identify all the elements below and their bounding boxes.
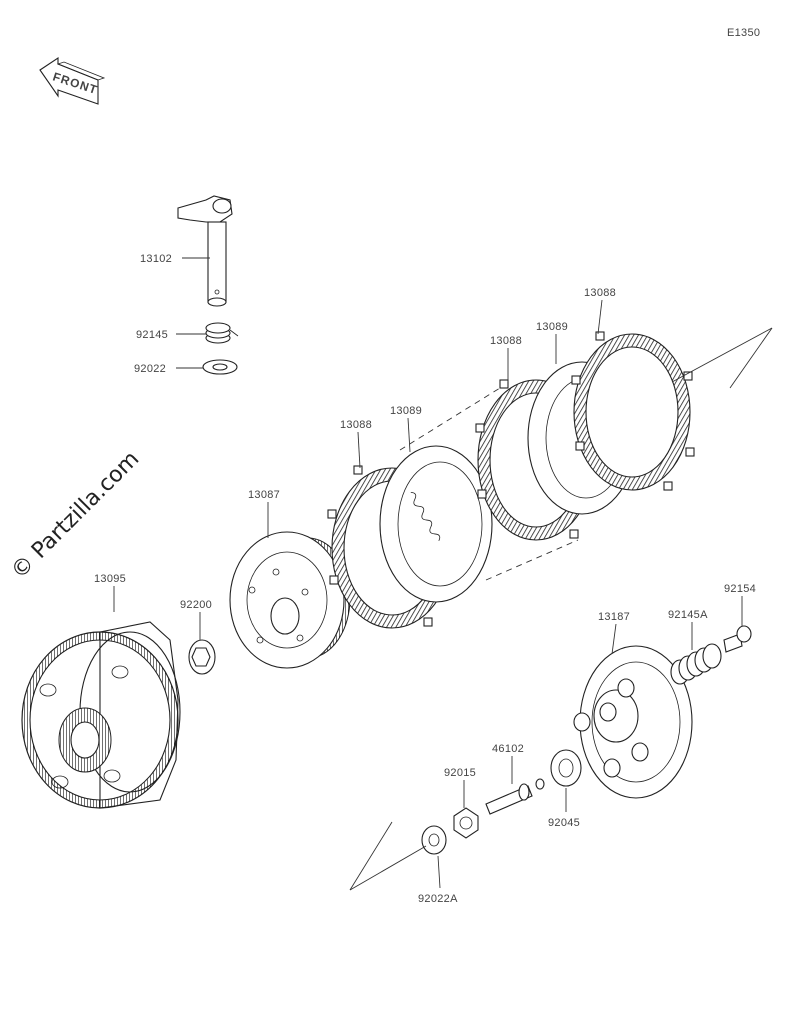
part-label[interactable]: 13089 (390, 405, 422, 417)
release-shaft-13102 (177, 195, 233, 307)
part-label[interactable]: 13088 (490, 335, 522, 347)
part-label[interactable]: 92022 (134, 363, 166, 375)
washer-92022 (202, 359, 238, 375)
bearing-92045 (550, 749, 582, 787)
part-label[interactable]: 92145 (136, 329, 168, 341)
friction-plate-13088-c (571, 331, 695, 491)
partzilla-watermark: © Partzilla.com (7, 447, 145, 585)
part-label[interactable]: 92022A (418, 893, 458, 905)
leader-lines (113, 257, 743, 889)
part-label[interactable]: 92045 (548, 817, 580, 829)
part-label[interactable]: 92200 (180, 599, 212, 611)
clutch-hub-13087 (229, 531, 351, 669)
part-label[interactable]: 13102 (140, 253, 172, 265)
part-label[interactable]: 92145A (668, 609, 708, 621)
nut-92200 (188, 639, 216, 675)
clutch-housing-13095 (21, 621, 181, 809)
part-label[interactable]: 13088 (584, 287, 616, 299)
pushrod-46102 (485, 778, 545, 815)
part-label[interactable]: 46102 (492, 743, 524, 755)
part-label[interactable]: 13087 (248, 489, 280, 501)
part-label[interactable]: 13088 (340, 419, 372, 431)
axis-arrow-upper (671, 327, 773, 389)
part-label[interactable]: 13187 (598, 611, 630, 623)
washer-92022A (421, 825, 447, 855)
part-label[interactable]: 13089 (536, 321, 568, 333)
front-arrow-icon: FRONT (39, 56, 106, 105)
spring-92145 (205, 322, 239, 344)
nut-92015 (453, 807, 479, 839)
axis-arrow-lower (349, 821, 427, 891)
part-label[interactable]: 13095 (94, 573, 126, 585)
part-label[interactable]: 92015 (444, 767, 476, 779)
alignment-line-lower (485, 539, 579, 581)
part-label[interactable]: 92154 (724, 583, 756, 595)
pressure-plate-13187 (573, 645, 693, 799)
diagram-code: E1350 (727, 27, 760, 39)
steel-plate-13089-a (379, 445, 493, 603)
bolt-92154 (723, 625, 752, 653)
spring-92145A (670, 643, 722, 685)
alignment-line-upper (399, 387, 501, 451)
